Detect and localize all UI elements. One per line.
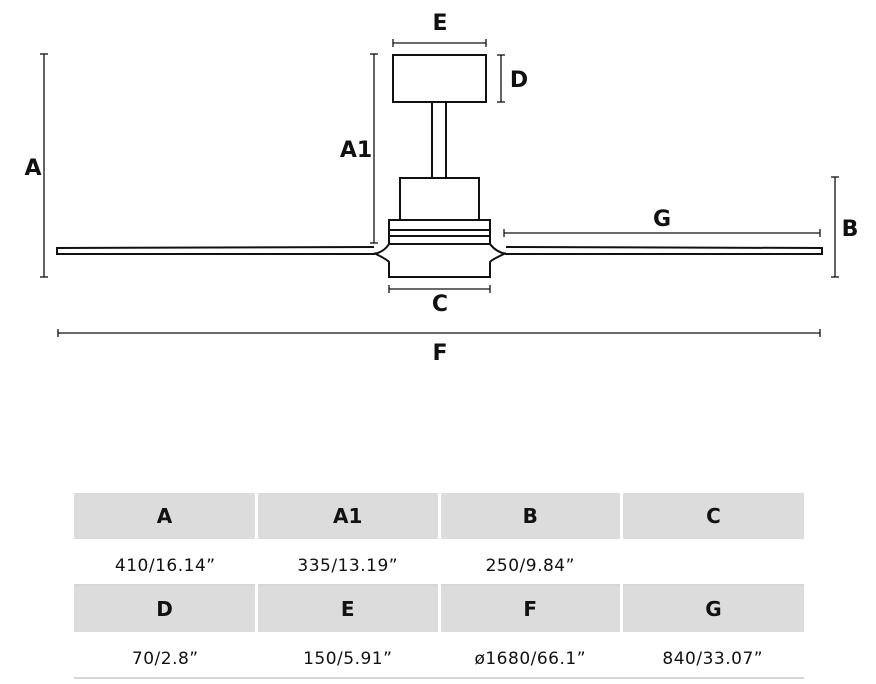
label-e: E (432, 11, 447, 36)
table-row: 410/16.14” 335/13.19” 250/9.84” (74, 539, 804, 586)
table-header-cell: D (74, 585, 258, 632)
downrod (431, 101, 447, 179)
table-cell: 335/13.19” (256, 539, 439, 586)
cell-value: 840/33.07” (662, 648, 764, 669)
table-row: 70/2.8” 150/5.91” ø1680/66.1” 840/33.07” (74, 632, 804, 679)
table-header-cell: B (439, 493, 623, 539)
label-a1: A1 (340, 138, 372, 163)
table-cell: 840/33.07” (621, 632, 804, 679)
table-header-cell: G (621, 585, 804, 632)
table-header-cell: A (74, 493, 258, 539)
motor-housing (399, 177, 480, 221)
label-c: C (432, 292, 448, 317)
canopy (392, 54, 487, 103)
cell-value: 410/16.14” (114, 555, 216, 576)
table-cell (621, 539, 804, 586)
cell-value: 150/5.91” (303, 648, 393, 669)
table-cell: 150/5.91” (256, 632, 439, 679)
cell-value: 70/2.8” (131, 648, 199, 669)
table-cell: ø1680/66.1” (439, 632, 622, 679)
label-g: G (653, 207, 671, 232)
table-cell: 250/9.84” (439, 539, 622, 586)
dimension-table: A A1 B C 410/16.14” 335/13.19” 250/9.84”… (74, 493, 804, 679)
left-blade (56, 243, 390, 255)
table-header-cell: A1 (256, 493, 441, 539)
table-header-row: A A1 B C (74, 493, 804, 539)
table-header-row: D E F G (74, 585, 804, 632)
cell-value: 250/9.84” (485, 555, 575, 576)
lower-hub (373, 252, 507, 278)
table-cell: 70/2.8” (74, 632, 257, 679)
label-f: F (432, 341, 447, 366)
cell-value: 335/13.19” (297, 555, 399, 576)
cell-value: ø1680/66.1” (474, 648, 587, 669)
table-cell: 410/16.14” (74, 539, 257, 586)
motor-ring (388, 219, 491, 245)
table-header-cell: F (439, 585, 623, 632)
label-d: D (510, 68, 528, 93)
table-header-cell: E (256, 585, 441, 632)
fan-dimension-diagram: A A1 E D G B C F (24, 11, 859, 366)
table-header-cell: C (621, 493, 804, 539)
label-b: B (842, 217, 859, 242)
label-a: A (24, 156, 41, 181)
right-blade (489, 243, 823, 255)
